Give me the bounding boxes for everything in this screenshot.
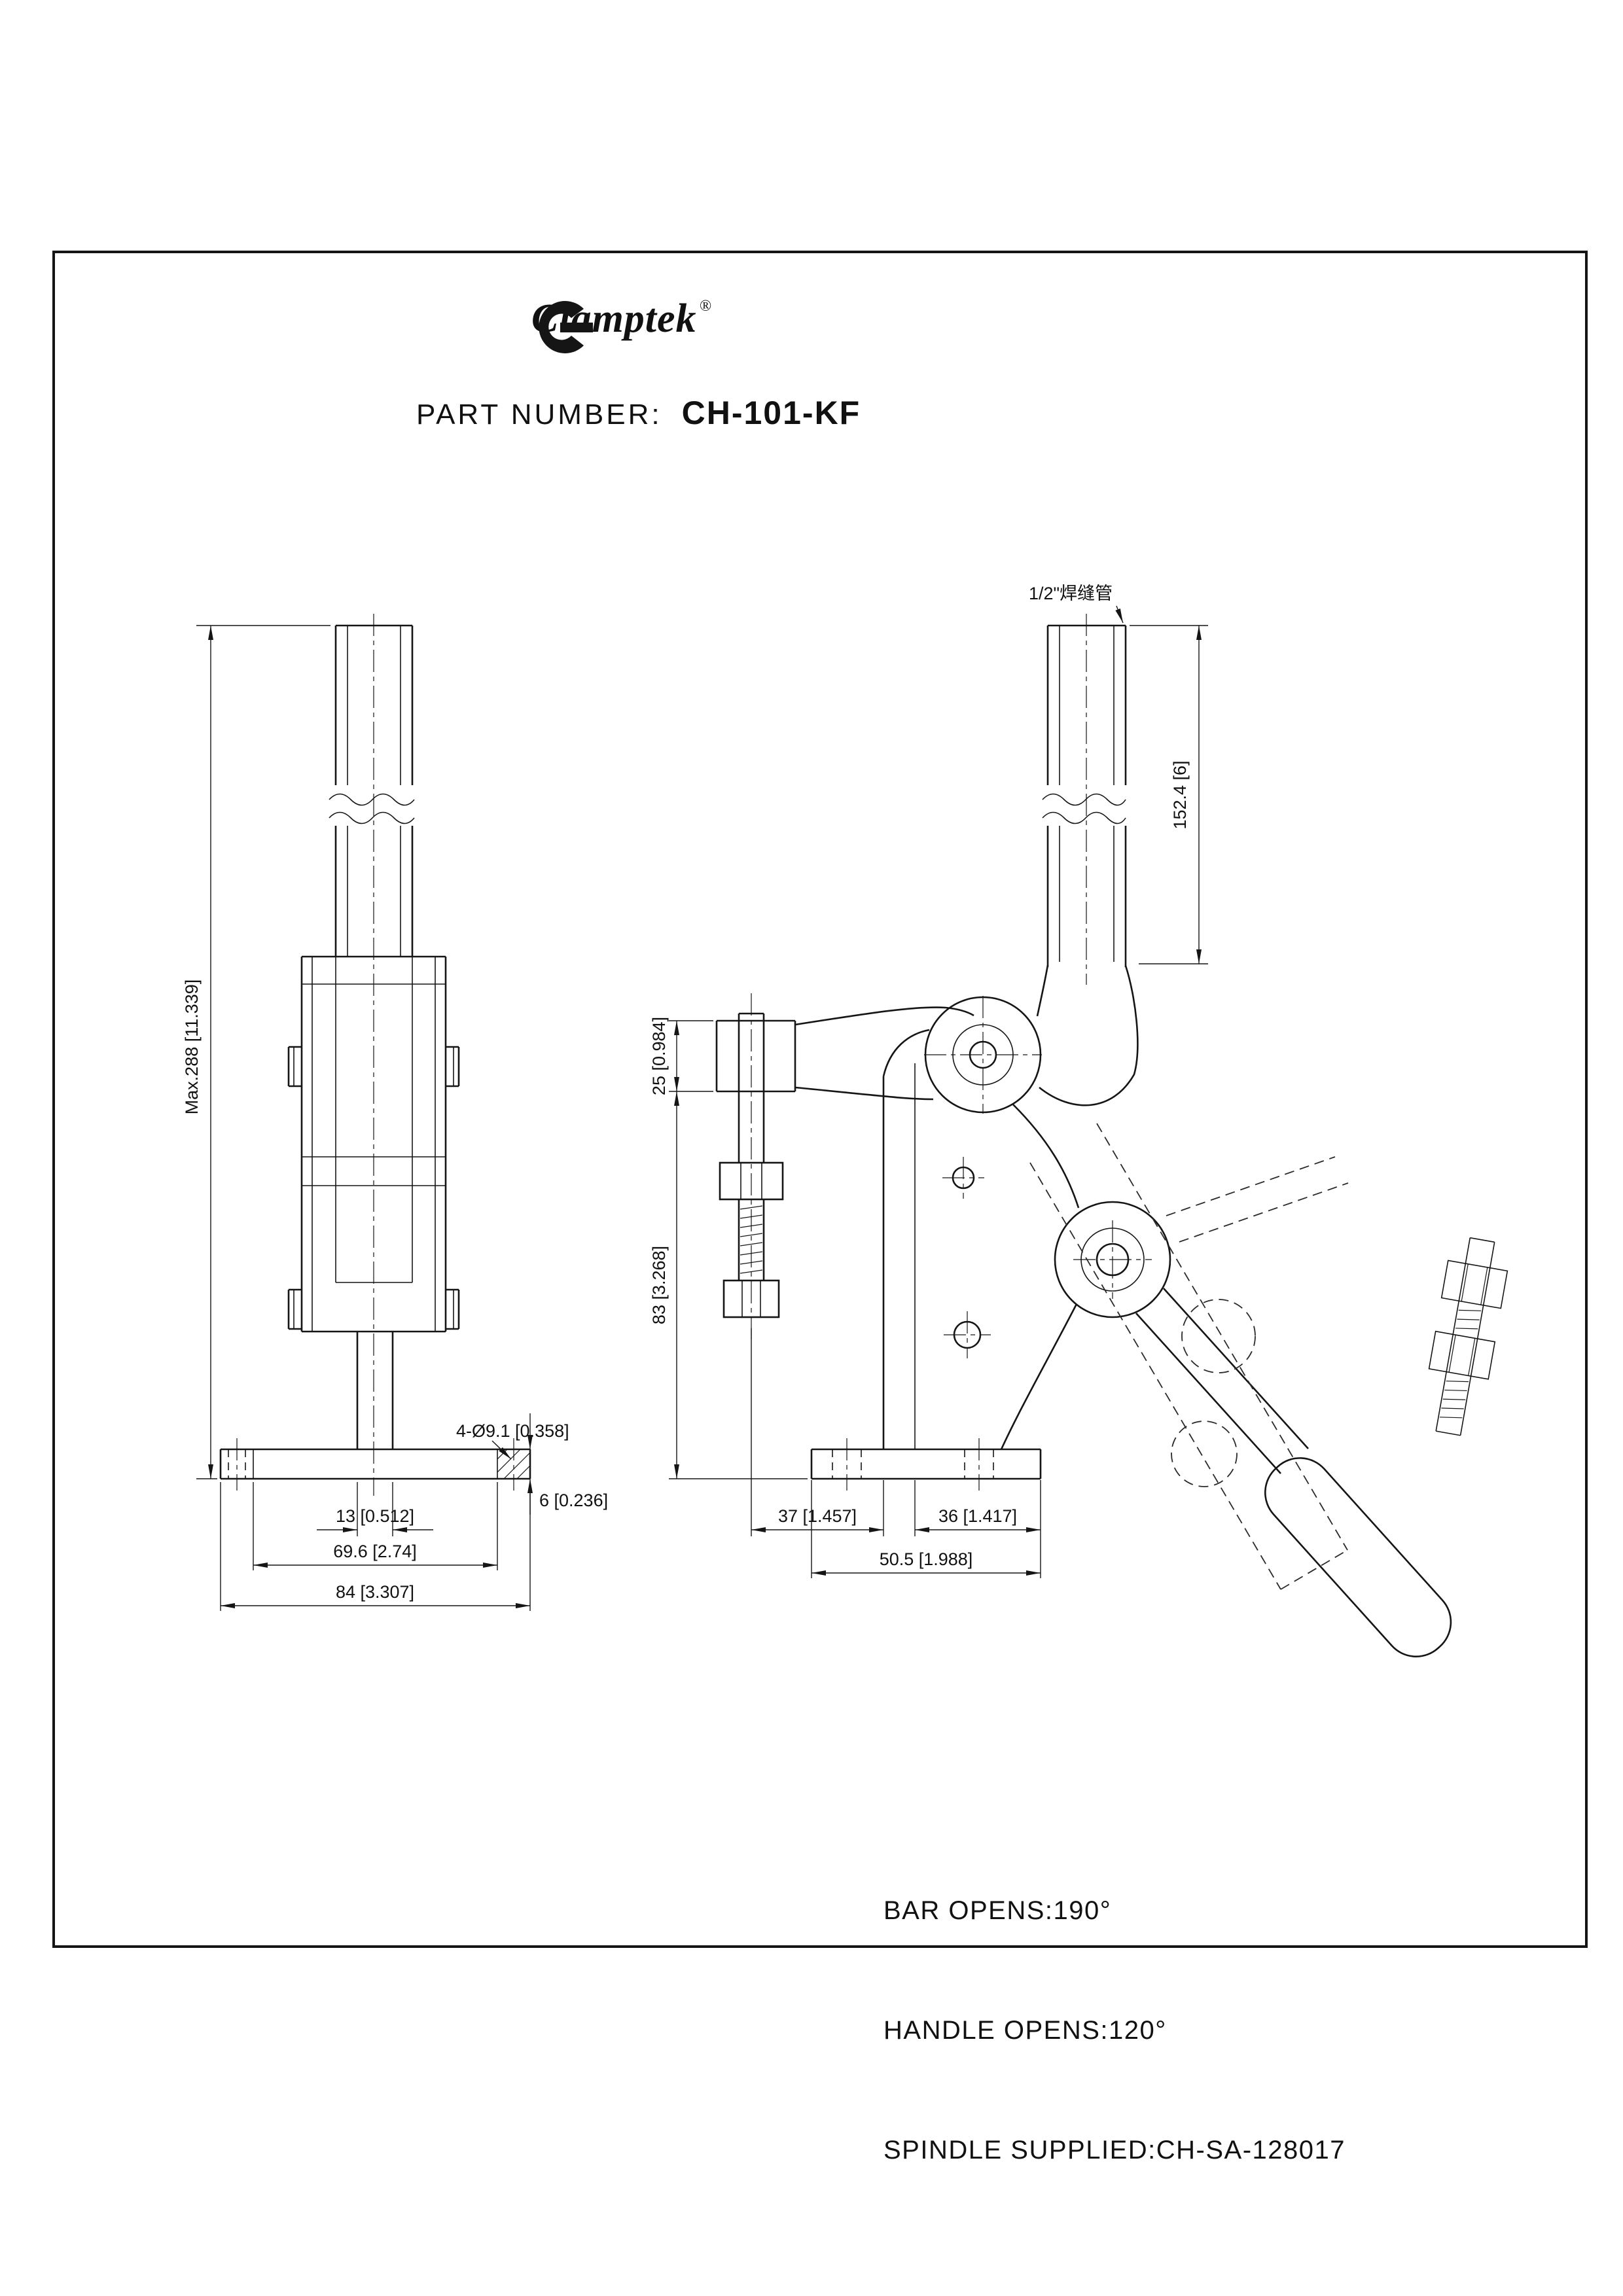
front-dim-stem-width: 13 [0.512]	[336, 1506, 414, 1526]
side-mounting-plate	[882, 996, 1171, 1450]
note-handle-opens: HANDLE OPENS:120°	[883, 2016, 1167, 2045]
note-bar-opens: BAR OPENS:190°	[883, 1896, 1112, 1925]
side-dim-base-depth: 50.5 [1.988]	[880, 1549, 973, 1569]
handle-grip	[1264, 1457, 1452, 1658]
front-dim-base-width: 84 [3.307]	[336, 1582, 414, 1602]
side-dimensions: 152.4 [6] 25 [0.984] 83 [3.268] 37 [1.45…	[649, 625, 1208, 1578]
part-number-row: PART NUMBER: CH-101-KF	[416, 394, 861, 432]
part-number-value: CH-101-KF	[681, 395, 861, 431]
front-dim-base-thickness: 6 [0.236]	[539, 1491, 608, 1510]
drawing-border	[52, 251, 1588, 1948]
clamptek-logo-icon	[539, 301, 593, 353]
part-number-label: PART NUMBER:	[416, 398, 662, 431]
note-spindle-supplied: SPINDLE SUPPLIED:CH-SA-128017	[883, 2136, 1346, 2164]
front-dim-overall-height: Max.288 [11.339]	[182, 980, 202, 1115]
front-view: Max.288 [11.339] 13 [0.512] 69.6 [2.74] …	[182, 614, 608, 1611]
side-clamp-arm	[794, 964, 1139, 1114]
side-dim-bar-length: 152.4 [6]	[1170, 760, 1190, 829]
front-body	[287, 955, 460, 1333]
side-bar-leader	[1115, 605, 1124, 624]
side-dim-front-offset: 37 [1.457]	[778, 1506, 857, 1526]
side-bar-label: 1/2"焊缝管	[1029, 584, 1113, 603]
front-base	[219, 1332, 531, 1491]
side-handle	[1135, 1288, 1452, 1658]
side-view: 1/2"焊缝管	[649, 584, 1508, 1658]
side-open-position-phantom	[1029, 1123, 1508, 1590]
front-pin-lower-left	[287, 1288, 302, 1330]
side-dim-spindle-offset: 25 [0.984]	[649, 1017, 669, 1095]
front-dim-hole-span: 69.6 [2.74]	[333, 1542, 417, 1561]
notes-block: BAR OPENS:190° HANDLE OPENS:120° SPINDLE…	[883, 1811, 1346, 2250]
side-dim-rear-offset: 36 [1.417]	[938, 1506, 1017, 1526]
side-dim-bar-height: 83 [3.268]	[649, 1246, 669, 1324]
registered-mark: ®	[699, 297, 712, 315]
front-dimensions: Max.288 [11.339] 13 [0.512] 69.6 [2.74] …	[182, 625, 608, 1611]
side-spindle	[715, 993, 796, 1341]
front-pin-upper-right	[446, 1046, 460, 1087]
front-pin-lower-right	[446, 1288, 460, 1330]
front-pin-upper-left	[287, 1046, 302, 1087]
side-base	[810, 1438, 1042, 1491]
open-position-spindle	[1428, 1237, 1508, 1436]
logo-row: Clamptek®	[531, 296, 712, 353]
front-dim-holes: 4-Ø9.1 [0.358]	[456, 1421, 569, 1441]
